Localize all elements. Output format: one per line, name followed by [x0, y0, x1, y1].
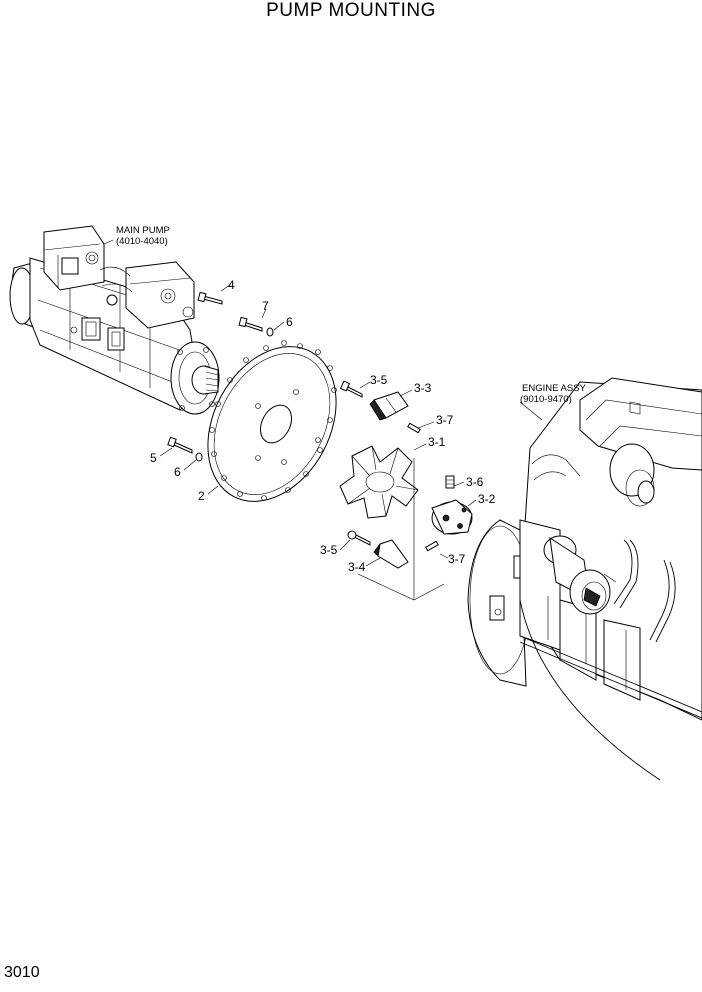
- callout-7: 7: [262, 299, 269, 313]
- bolt-5: [167, 436, 193, 454]
- main-pump-illustration: [9, 225, 220, 415]
- flywheel-plate: [207, 340, 337, 502]
- washer-6-upper: [266, 327, 274, 337]
- pin-3-7-lower: [425, 540, 439, 552]
- pin-3-7-upper: [407, 422, 421, 434]
- coupling-part-3-4: [373, 539, 409, 569]
- callout-3-4: 3-4: [348, 560, 366, 574]
- engine-illustration: [467, 377, 702, 781]
- bolt-3-5-lower: [347, 530, 371, 546]
- coupling-hub-3-3: [369, 391, 409, 421]
- engine-assy-ref: (9010-9470): [520, 394, 572, 405]
- main-pump-ref: (4010-4040): [116, 236, 168, 247]
- callout-3-6: 3-6: [466, 475, 484, 489]
- leader-lines: [103, 239, 543, 567]
- bolt-3-5-upper: [339, 380, 363, 398]
- assembly-line-2: [413, 583, 445, 601]
- bolt-7: [238, 316, 263, 332]
- engine-assy-label: ENGINE ASSY: [522, 383, 587, 394]
- callout-3-1: 3-1: [428, 435, 446, 449]
- page-title: PUMP MOUNTING: [266, 0, 436, 21]
- rubber-coupling-3-1: [339, 445, 419, 519]
- callout-3-7-lower: 3-7: [448, 552, 466, 566]
- callout-6-lower: 6: [174, 465, 181, 479]
- callout-5: 5: [150, 451, 157, 465]
- callout-3-7-upper: 3-7: [436, 413, 454, 427]
- main-pump-label: MAIN PUMP: [116, 225, 170, 236]
- callout-3-3: 3-3: [414, 381, 432, 395]
- callout-6-upper: 6: [286, 315, 293, 329]
- callout-2: 2: [198, 489, 205, 503]
- bolt-4: [197, 291, 223, 305]
- set-screw-3-6: [445, 475, 455, 489]
- callout-3-5-lower: 3-5: [320, 543, 338, 557]
- page-number: 3010: [4, 964, 40, 981]
- callout-4: 4: [228, 278, 235, 292]
- washer-6-lower: [195, 452, 203, 462]
- coupling-hub-3-2: [431, 499, 473, 535]
- callout-3-5-upper: 3-5: [370, 373, 388, 387]
- callout-3-2: 3-2: [478, 492, 496, 506]
